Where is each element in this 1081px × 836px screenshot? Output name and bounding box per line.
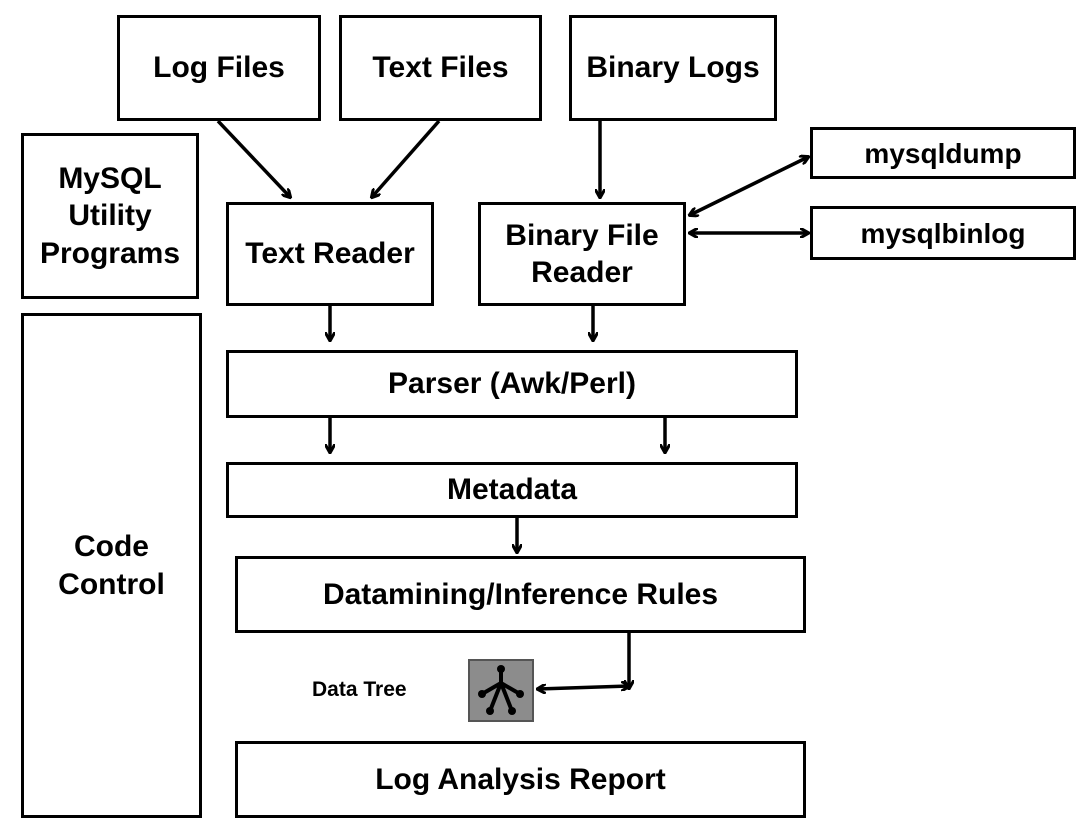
mysqldump-label: mysqldump — [864, 137, 1022, 169]
text-reader-box: Text Reader — [226, 202, 434, 306]
tree-structure-icon — [468, 659, 534, 722]
datamining-inference-rules-label: Datamining/Inference Rules — [322, 577, 719, 611]
text-reader-label: Text Reader — [245, 237, 415, 271]
mysqldump-box: mysqldump — [810, 127, 1076, 179]
metadata-label: Metadata — [446, 473, 578, 507]
binary-file-reader-label: Binary File Reader — [505, 218, 659, 290]
binary-logs-box: Binary Logs — [569, 15, 777, 121]
parser-label: Parser (Awk/Perl) — [388, 367, 636, 401]
arrow-textfiles-to-textreader — [372, 119, 441, 197]
metadata-box: Metadata — [226, 462, 798, 518]
mysql-utility-programs-label: MySQL Utility Programs — [39, 161, 181, 270]
binary-logs-label: Binary Logs — [586, 51, 760, 85]
arrow-binaryreader-mysqldump — [690, 157, 808, 215]
log-files-label: Log Files — [153, 51, 285, 85]
text-files-box: Text Files — [339, 15, 542, 121]
mysqlbinlog-box: mysqlbinlog — [810, 206, 1076, 260]
mysqlbinlog-label: mysqlbinlog — [860, 217, 1026, 249]
datamining-inference-rules-box: Datamining/Inference Rules — [235, 556, 806, 633]
log-files-box: Log Files — [117, 15, 321, 121]
data-tree-label: Data Tree — [312, 678, 407, 701]
binary-file-reader-box: Binary File Reader — [478, 202, 686, 306]
code-control-label: Code Control — [58, 530, 165, 601]
text-files-label: Text Files — [372, 51, 509, 85]
log-analysis-report-label: Log Analysis Report — [375, 762, 666, 796]
code-control-box: Code Control — [21, 313, 202, 818]
arrow-datatree-link — [538, 686, 629, 689]
mysql-utility-programs-box: MySQL Utility Programs — [21, 133, 199, 299]
arrow-logfiles-to-textreader — [216, 119, 290, 197]
log-analysis-report-box: Log Analysis Report — [235, 741, 806, 818]
parser-box: Parser (Awk/Perl) — [226, 350, 798, 418]
